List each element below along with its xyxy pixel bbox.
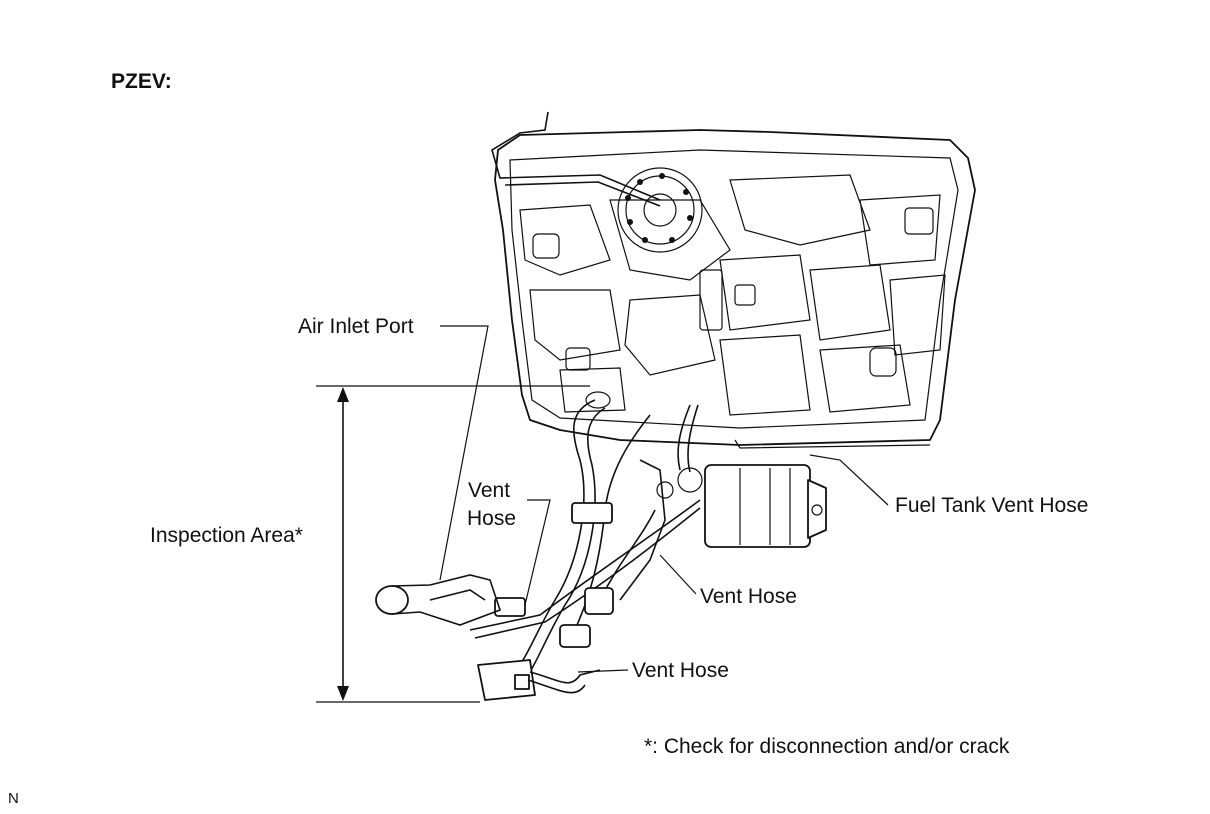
label-vent-hose-c: Vent Hose bbox=[632, 659, 729, 682]
figure-code: N bbox=[8, 790, 19, 807]
fuel-tank bbox=[491, 111, 976, 449]
inspection-area-bracket bbox=[316, 385, 590, 703]
leader-lines bbox=[439, 325, 889, 673]
diagram-title: PZEV: bbox=[111, 70, 172, 93]
label-vent-hose-a-line2: Hose bbox=[467, 507, 517, 530]
hose-routing bbox=[375, 391, 701, 701]
label-vent-hose-b: Vent Hose bbox=[700, 585, 797, 608]
footnote: *: Check for disconnection and/or crack bbox=[644, 735, 1010, 758]
label-air-inlet-port: Air Inlet Port bbox=[298, 315, 414, 338]
label-fuel-tank-vent-hose: Fuel Tank Vent Hose bbox=[895, 494, 1089, 517]
label-inspection-area: Inspection Area* bbox=[150, 524, 303, 547]
charcoal-canister bbox=[656, 464, 827, 548]
label-vent-hose-a-line1: Vent bbox=[468, 479, 511, 502]
